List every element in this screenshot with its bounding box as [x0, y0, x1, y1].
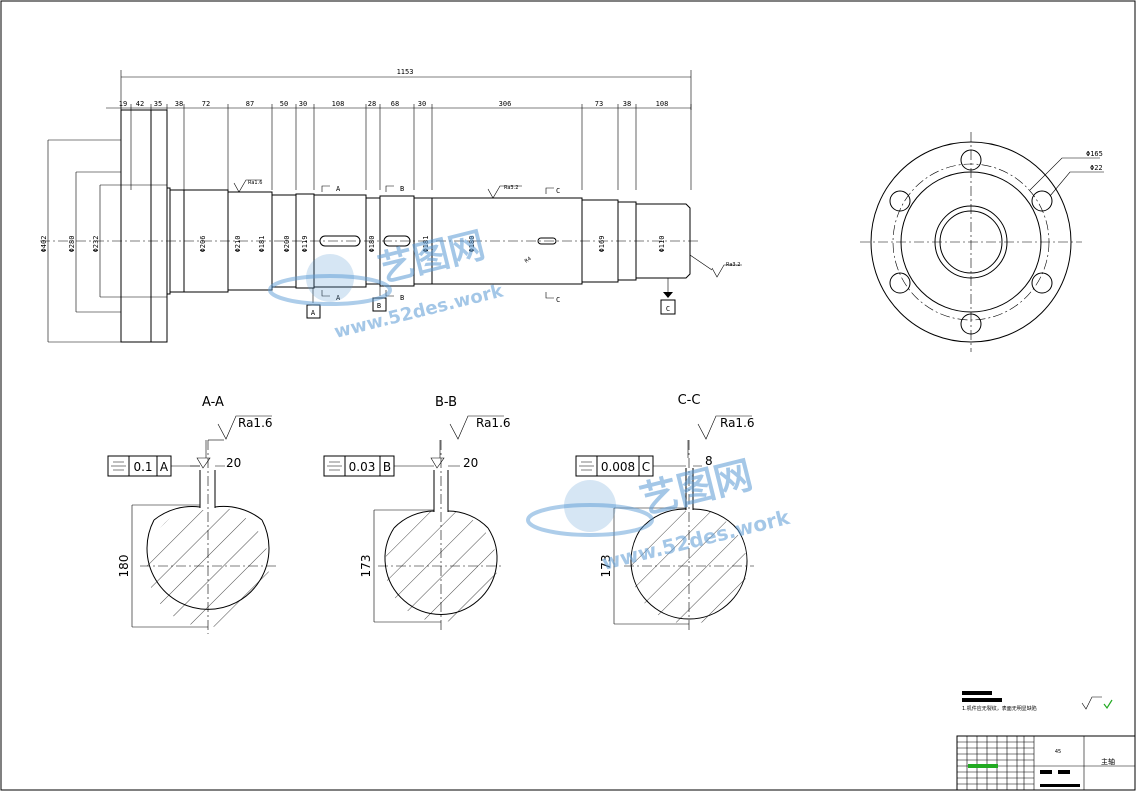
dim-seg-7: 50 [280, 100, 288, 108]
dim-seg-10: 28 [368, 100, 376, 108]
sec-c-top: C [556, 187, 560, 195]
section-a-datum: A [160, 460, 169, 474]
flange-dia-165: Φ165 [1086, 150, 1103, 158]
dim-seg-1: 19 [119, 100, 127, 108]
ra-side-mid: Ra3.2 [504, 185, 518, 191]
section-c-datum: C [642, 460, 650, 474]
sec-c-bottom: C [556, 296, 560, 304]
section-a-key-width: 20 [226, 456, 241, 470]
dia-119: Φ119 [301, 236, 309, 253]
note-line-1: 1.机件应无裂纹，表面无明显缺陷 [962, 705, 1037, 712]
datum-b-box: B [377, 302, 381, 310]
dim-seg-2: 42 [136, 100, 144, 108]
dim-seg-15: 38 [623, 100, 631, 108]
title-block: 45 主轴 [956, 735, 1136, 791]
section-b-key-width: 20 [463, 456, 478, 470]
top-dimension-chain: 1153 19 42 35 38 72 87 50 30 108 28 68 3… [106, 68, 692, 190]
dia-181: Φ181 [258, 236, 266, 253]
section-c-c: C-C 173 Ra1.6 0.008 C 8 [575, 393, 755, 630]
dim-seg-12: 30 [418, 100, 426, 108]
sec-b-bottom: B [400, 294, 404, 302]
technical-notes: 1.机件应无裂纹，表面无明显缺陷 [962, 691, 1113, 712]
section-c-tol: 0.008 [601, 460, 635, 474]
section-a-height: 180 [117, 555, 131, 578]
shaft-side-view: Φ402 Φ280 Φ232 Φ206 Φ210 Φ181 Φ200 Φ119 … [40, 109, 742, 343]
sec-a-bottom: A [336, 294, 341, 302]
flange-end-view: Φ165 Φ22 [860, 132, 1104, 352]
section-a-a: A-A 180 Ra1.6 0.1 A 20 [107, 395, 276, 634]
ra-side-small: Ra1.6 [248, 180, 262, 186]
dim-seg-11: 68 [391, 100, 399, 108]
sec-a-top: A [336, 185, 341, 193]
watermark-bottom: 艺图网 www.52des.work [526, 452, 793, 575]
section-b-datum: B [383, 460, 391, 474]
flange-dia-22: Φ22 [1090, 164, 1103, 172]
section-b-height: 173 [359, 555, 373, 578]
datum-a-box: A [311, 309, 316, 317]
dim-seg-6: 87 [246, 100, 254, 108]
dia-402: Φ402 [40, 236, 48, 253]
dia-206: Φ206 [199, 236, 207, 253]
section-c-title: C-C [678, 393, 701, 408]
section-b-b: B-B 173 Ra1.6 0.03 B 20 [323, 395, 511, 630]
dia-200: Φ200 [283, 236, 291, 253]
section-b-title: B-B [435, 395, 457, 410]
sec-b-top: B [400, 185, 404, 193]
dim-seg-4: 38 [175, 100, 183, 108]
r4-label: R4 [524, 256, 533, 265]
dim-seg-9: 108 [332, 100, 345, 108]
section-b-ra: Ra1.6 [476, 416, 511, 430]
datum-c-box: C [666, 305, 670, 313]
dia-180b: Φ180 [468, 236, 476, 253]
dia-181b: Φ181 [422, 236, 430, 253]
section-a-tol: 0.1 [133, 460, 152, 474]
watermark-url-top: www.52des.work [332, 280, 506, 343]
dia-180a: Φ180 [368, 236, 376, 253]
dim-seg-13: 306 [499, 100, 512, 108]
check-icon [1103, 699, 1113, 710]
dia-169: Φ169 [598, 236, 606, 253]
section-c-key-width: 8 [705, 454, 713, 468]
dia-280: Φ280 [68, 236, 76, 253]
dim-seg-14: 73 [595, 100, 603, 108]
section-c-ra: Ra1.6 [720, 416, 755, 430]
material-label: 45 [1055, 749, 1061, 755]
section-a-ra: Ra1.6 [238, 416, 273, 430]
dim-seg-5: 72 [202, 100, 210, 108]
dim-seg-16: 108 [656, 100, 669, 108]
dia-210: Φ210 [234, 236, 242, 253]
dia-232: Φ232 [92, 236, 100, 253]
part-name: 主轴 [1101, 757, 1115, 766]
dim-seg-8: 30 [299, 100, 307, 108]
section-a-title: A-A [202, 395, 224, 410]
dim-seg-3: 35 [154, 100, 162, 108]
dia-110: Φ110 [658, 236, 666, 253]
section-b-tol: 0.03 [349, 460, 376, 474]
section-c-height: 173 [599, 555, 613, 578]
dim-total-length: 1153 [397, 68, 414, 76]
ra-side-right: Ra3.2 [726, 262, 740, 268]
